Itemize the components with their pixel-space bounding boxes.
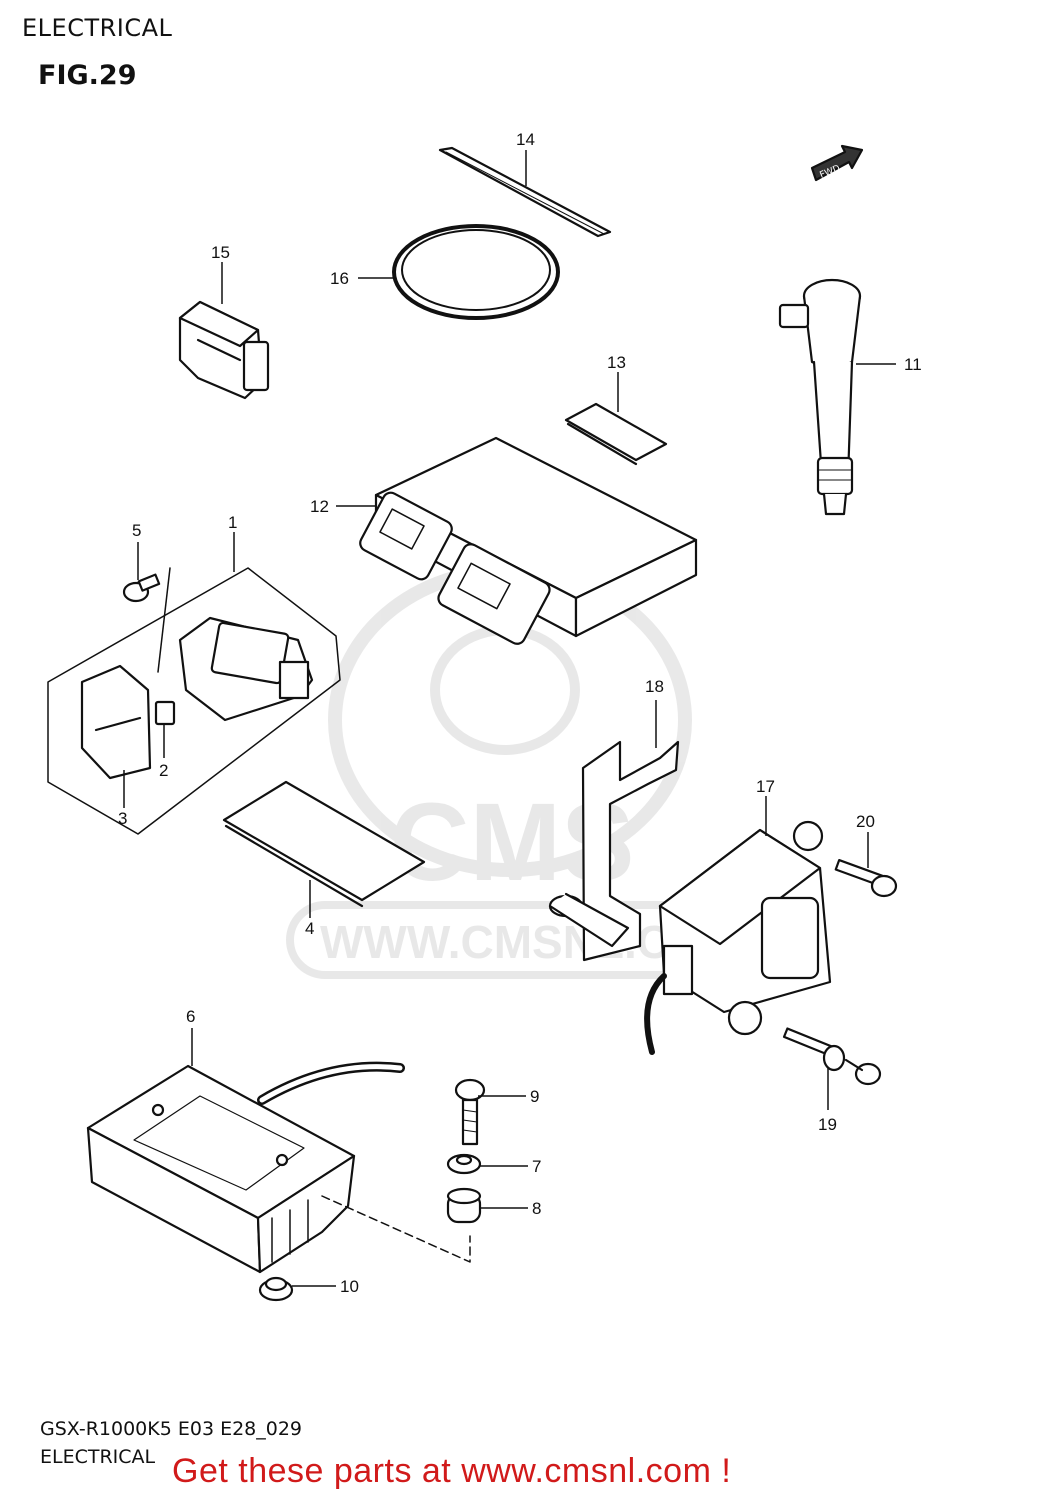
callout-4: 4 bbox=[305, 919, 314, 938]
callout-17: 17 bbox=[756, 777, 775, 796]
callout-3: 3 bbox=[118, 809, 127, 828]
callout-10: 10 bbox=[340, 1277, 359, 1296]
part-5-screw[interactable] bbox=[122, 573, 161, 603]
part-6-regulator[interactable] bbox=[86, 1061, 405, 1274]
callout-5: 5 bbox=[132, 521, 141, 540]
callout-labels: 14 16 15 13 11 12 1 5 2 3 4 18 17 20 19 … bbox=[118, 130, 922, 1296]
part-19-bolt[interactable] bbox=[782, 1027, 882, 1086]
part-1-relay-box-assembly[interactable] bbox=[47, 567, 341, 835]
part-8-grommet[interactable] bbox=[446, 1187, 482, 1224]
part-20-bolt[interactable] bbox=[834, 858, 898, 898]
part-15-relay[interactable] bbox=[178, 300, 270, 400]
callout-11: 11 bbox=[904, 355, 922, 374]
part-16-ring[interactable] bbox=[392, 224, 560, 320]
callout-1: 1 bbox=[228, 513, 237, 532]
callout-9: 9 bbox=[530, 1087, 539, 1106]
part-11-ignition-coil[interactable] bbox=[778, 278, 862, 516]
callout-13: 13 bbox=[607, 353, 626, 372]
part-10-nut[interactable] bbox=[258, 1276, 294, 1302]
callout-18: 18 bbox=[645, 677, 664, 696]
part-14-tape[interactable] bbox=[438, 146, 612, 238]
promo-link[interactable]: Get these parts at www.cmsnl.com ! bbox=[172, 1452, 732, 1490]
footer-section: ELECTRICAL bbox=[40, 1446, 156, 1468]
callouts bbox=[123, 150, 896, 1287]
part-13-pad[interactable] bbox=[564, 402, 668, 466]
callout-7: 7 bbox=[532, 1157, 541, 1176]
part-17-servo-actuator[interactable] bbox=[644, 820, 832, 1055]
model-code: GSX-R1000K5 E03 E28_029 bbox=[40, 1418, 303, 1440]
part-18-bracket[interactable] bbox=[548, 740, 680, 962]
section-title: ELECTRICAL bbox=[22, 14, 173, 42]
part-12-ecu[interactable] bbox=[357, 436, 698, 647]
callout-12: 12 bbox=[310, 497, 329, 516]
callout-2: 2 bbox=[159, 761, 168, 780]
figure-number: FIG.29 bbox=[38, 60, 137, 91]
callout-8: 8 bbox=[532, 1199, 541, 1218]
callout-15: 15 bbox=[211, 243, 230, 262]
callout-19: 19 bbox=[818, 1115, 837, 1134]
callout-20: 20 bbox=[856, 812, 875, 831]
callout-14: 14 bbox=[516, 130, 535, 149]
part-4-pad[interactable] bbox=[222, 780, 426, 908]
part-7-collar[interactable] bbox=[446, 1153, 482, 1175]
part-9-bolt[interactable] bbox=[454, 1078, 486, 1146]
callout-6: 6 bbox=[186, 1007, 195, 1026]
forward-arrow: FWD bbox=[810, 144, 864, 182]
callout-16: 16 bbox=[330, 269, 349, 288]
